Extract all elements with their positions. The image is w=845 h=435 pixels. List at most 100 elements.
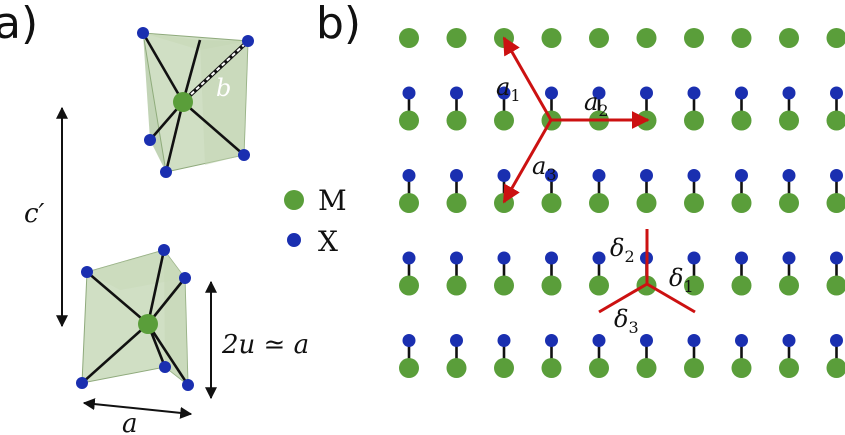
metal-atom bbox=[446, 193, 467, 213]
panel-label-b: b) bbox=[316, 0, 361, 49]
metal-atom bbox=[826, 275, 845, 296]
metal-atom bbox=[684, 28, 704, 48]
chalcogen-atom bbox=[497, 334, 511, 347]
chalcogen-atom bbox=[545, 169, 558, 182]
chalcogen-atom bbox=[640, 169, 653, 182]
metal-atom bbox=[589, 28, 609, 48]
chalcogen-atom bbox=[830, 169, 843, 182]
label-c-prime: c′ bbox=[24, 199, 45, 229]
chalcogen-atom bbox=[450, 86, 463, 100]
chalcogen-atom bbox=[592, 334, 606, 347]
metal-atom bbox=[541, 358, 562, 378]
label-a1: a1 bbox=[496, 73, 521, 105]
chalcogen-atom bbox=[497, 86, 511, 100]
prism-lower bbox=[76, 244, 194, 391]
legend-x-label: X bbox=[318, 225, 338, 258]
metal-atom bbox=[494, 275, 514, 296]
chalcogen-atom bbox=[450, 251, 463, 265]
label-a3: a3 bbox=[532, 152, 557, 184]
legend-x-marker bbox=[287, 233, 301, 247]
metal-atom bbox=[494, 193, 514, 213]
chalcogen-atom bbox=[402, 334, 416, 347]
metal-atom bbox=[399, 358, 419, 378]
metal-atom bbox=[826, 193, 845, 213]
chalcogen-atom bbox=[735, 169, 748, 182]
chalcogen-atom bbox=[497, 169, 511, 182]
metal-atom bbox=[684, 193, 704, 213]
metal-atom bbox=[684, 358, 704, 378]
metal-atom bbox=[399, 275, 419, 296]
chalcogen-atom bbox=[545, 334, 558, 347]
chalcogen-atom bbox=[830, 86, 843, 100]
metal-atom bbox=[731, 193, 752, 213]
metal-atom bbox=[541, 275, 562, 296]
chalcogen-atom bbox=[782, 169, 796, 182]
chalcogen-atom bbox=[545, 251, 558, 265]
label-delta2: δ2 bbox=[610, 234, 635, 266]
metal-atom bbox=[636, 28, 657, 48]
metal-atom bbox=[446, 28, 467, 48]
metal-atom bbox=[446, 110, 467, 131]
metal-atom bbox=[731, 28, 752, 48]
chalcogen-atom bbox=[402, 169, 416, 182]
metal-atom bbox=[826, 110, 845, 131]
metal-atom bbox=[779, 110, 799, 131]
metal-atom bbox=[684, 110, 704, 131]
metal-atom bbox=[589, 275, 609, 296]
metal-atom bbox=[399, 28, 419, 48]
vector-a1 bbox=[502, 36, 553, 121]
chalcogen-atom bbox=[640, 334, 653, 347]
chalcogen-atom bbox=[735, 251, 748, 265]
metal-atom bbox=[779, 275, 799, 296]
vector-delta1 bbox=[646, 282, 696, 314]
metal-atom bbox=[826, 358, 845, 378]
metal-atom bbox=[779, 358, 799, 378]
metal-atom bbox=[779, 28, 799, 48]
prism-upper bbox=[137, 27, 254, 178]
chalcogen-atom bbox=[497, 251, 511, 265]
legend-m-label: M bbox=[318, 184, 347, 217]
metal-atom bbox=[731, 275, 752, 296]
chalcogen-atom bbox=[830, 251, 843, 265]
metal-atom bbox=[636, 193, 657, 213]
chalcogen-atom bbox=[687, 86, 701, 100]
label-b: b bbox=[216, 74, 231, 102]
label-delta1: δ1 bbox=[669, 264, 694, 296]
metal-atom bbox=[446, 275, 467, 296]
metal-atom bbox=[446, 358, 467, 378]
chalcogen-atom bbox=[687, 169, 701, 182]
metal-atom bbox=[731, 110, 752, 131]
vector-delta3 bbox=[598, 282, 648, 314]
chalcogen-atom bbox=[402, 251, 416, 265]
chalcogen-atom bbox=[592, 86, 606, 100]
chalcogen-atom bbox=[450, 169, 463, 182]
label-two-u: 2u ≃ a bbox=[221, 330, 309, 360]
chalcogen-atom bbox=[450, 334, 463, 347]
label-a-width: a bbox=[122, 409, 138, 435]
chalcogen-atom bbox=[687, 251, 701, 265]
panel-label-a: a) bbox=[0, 0, 38, 49]
label-delta3: δ3 bbox=[614, 305, 639, 337]
metal-atom bbox=[494, 110, 514, 131]
metal-atom bbox=[541, 193, 562, 213]
metal-atom bbox=[731, 358, 752, 378]
chalcogen-atom bbox=[545, 86, 558, 100]
chalcogen-atom bbox=[402, 86, 416, 100]
chalcogen-atom bbox=[592, 251, 606, 265]
chalcogen-atom bbox=[592, 169, 606, 182]
legend-m-marker bbox=[284, 190, 304, 210]
lattice-atoms bbox=[399, 28, 845, 378]
chalcogen-atom bbox=[640, 86, 653, 100]
a-width-arrow bbox=[82, 398, 193, 419]
chalcogen-atom bbox=[782, 251, 796, 265]
metal-atom bbox=[589, 193, 609, 213]
metal-atom bbox=[684, 275, 704, 296]
chalcogen-atom bbox=[687, 334, 701, 347]
metal-atom bbox=[636, 358, 657, 378]
metal-atom bbox=[399, 193, 419, 213]
metal-atom bbox=[541, 28, 562, 48]
chalcogen-atom bbox=[782, 334, 796, 347]
chalcogen-atom bbox=[735, 86, 748, 100]
metal-atom bbox=[826, 28, 845, 48]
